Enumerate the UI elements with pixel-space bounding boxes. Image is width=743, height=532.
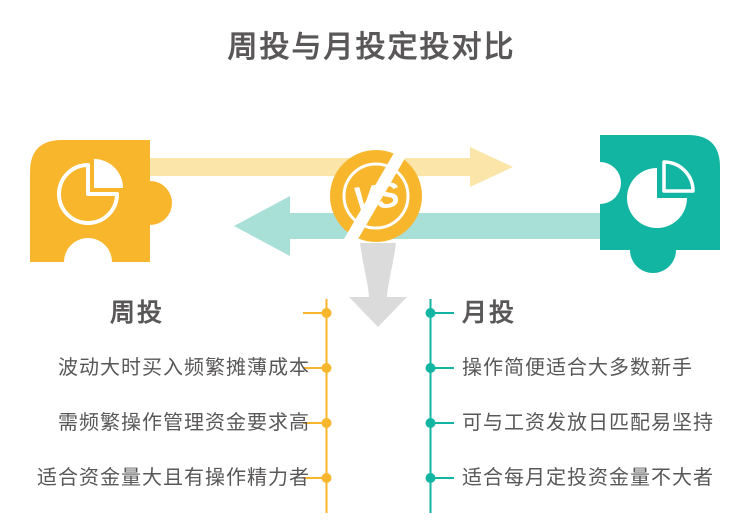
pie-chart-wedge	[94, 159, 123, 188]
weekly-item-3: 适合资金量大且有操作精力者	[37, 467, 310, 489]
left-puzzle-pie-icon	[30, 140, 172, 262]
weekly-item-1: 波动大时买入频繁摊薄成本	[58, 357, 310, 379]
pie-chart-outline	[57, 163, 119, 225]
monthly-item-2: 可与工资发放日匹配易坚持	[462, 412, 714, 434]
weekly-column-title: 周投	[110, 299, 165, 327]
right-puzzle-pie-icon	[579, 135, 720, 273]
monthly-column-title: 月投	[462, 299, 517, 327]
lightning-slash	[344, 146, 408, 246]
puzzle-notch	[579, 162, 621, 204]
monthly-timeline	[425, 299, 454, 513]
weekly-item-2: 需频繁操作管理资金要求高	[58, 412, 310, 434]
monthly-arrow-left	[234, 196, 610, 256]
vs-badge-icon: VS	[330, 146, 422, 246]
pie-chart-solid	[627, 168, 687, 228]
monthly-item-3: 适合每月定投资金量不大者	[462, 467, 714, 489]
page-title: 周投与月投定投对比	[227, 31, 516, 64]
vs-label: VS	[350, 175, 402, 220]
monthly-timeline-dots	[425, 308, 436, 483]
pie-chart-wedge-outline	[662, 160, 695, 193]
down-arrow-icon	[349, 243, 407, 327]
weekly-timeline	[303, 299, 332, 513]
monthly-item-1: 操作简便适合大多数新手	[462, 357, 693, 379]
weekly-timeline-dots	[321, 308, 332, 483]
weekly-arrow-right	[150, 147, 513, 187]
